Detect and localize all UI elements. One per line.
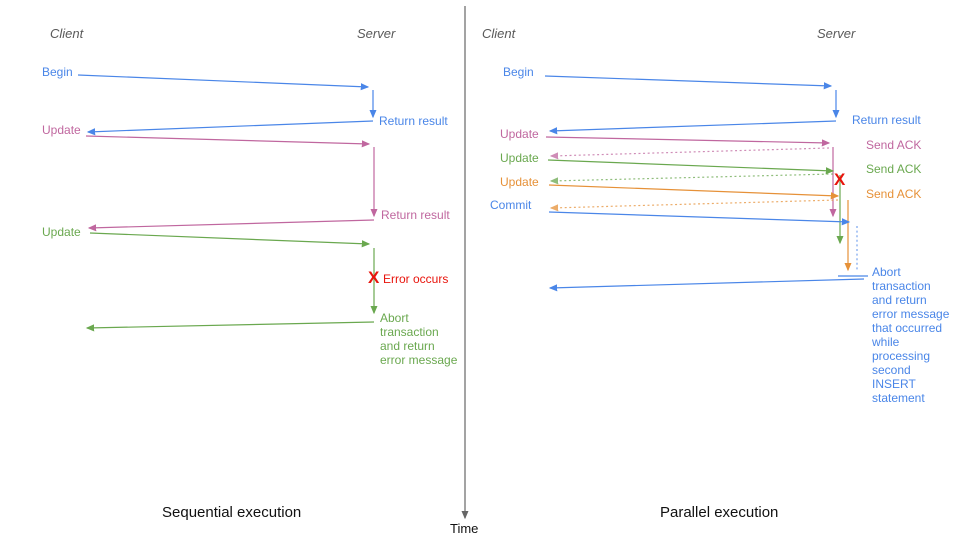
par-update2-flow — [547, 159, 844, 245]
seq-error-x-icon: X — [368, 268, 380, 287]
seq-abort-label: Abort transaction and return error messa… — [380, 311, 458, 367]
seq-update2-request-line — [89, 232, 371, 248]
par-begin-flow — [544, 75, 840, 135]
par-send-ack-1-label: Send ACK — [866, 138, 922, 152]
par-update3-ack-line — [549, 199, 839, 212]
seq-update-1-label: Update — [42, 123, 81, 137]
par-update3-request-line — [548, 184, 840, 200]
par-commit-flow — [548, 211, 868, 292]
seq-begin-label: Begin — [42, 65, 73, 79]
seq-begin-request-line — [77, 74, 370, 91]
seq-begin-flow — [77, 74, 377, 136]
par-error-x-icon: X — [834, 170, 846, 189]
seq-abort-response-line — [85, 321, 375, 332]
seq-update1-request-line — [85, 135, 371, 148]
seq-return-result-1-label: Return result — [379, 114, 448, 128]
seq-update-2-label: Update — [42, 225, 81, 239]
par-caption: Parallel execution — [660, 504, 779, 521]
par-update2-request-line — [547, 159, 835, 175]
seq-update1-flow — [85, 135, 378, 232]
par-client-header: Client — [482, 26, 516, 41]
par-update-3-label: Update — [500, 175, 539, 189]
par-commit-request-line — [548, 211, 851, 226]
par-begin-label: Begin — [503, 65, 534, 79]
par-begin-request-line — [544, 75, 833, 90]
par-update1-flow — [545, 136, 837, 218]
par-commit-label: Commit — [490, 198, 532, 212]
par-update3-flow — [548, 184, 852, 272]
seq-return-result-2-label: Return result — [381, 208, 450, 222]
par-abort-label: Abort transaction and return error messa… — [872, 265, 950, 405]
seq-begin-response-line — [86, 120, 374, 136]
par-update1-ack-line — [549, 147, 830, 160]
par-update2-ack-line — [549, 173, 834, 185]
par-server-header: Server — [817, 26, 856, 41]
seq-update2-flow — [85, 232, 378, 332]
par-return-result-label: Return result — [852, 113, 921, 127]
par-send-ack-2-label: Send ACK — [866, 162, 922, 176]
time-axis-label: Time — [450, 521, 479, 536]
par-abort-response-line — [548, 278, 865, 292]
par-update-2-label: Update — [500, 151, 539, 165]
seq-client-header: Client — [50, 26, 84, 41]
par-send-ack-3-label: Send ACK — [866, 187, 922, 201]
seq-error-occurs-label: Error occurs — [383, 272, 449, 286]
seq-caption: Sequential execution — [162, 504, 302, 521]
par-update-1-label: Update — [500, 127, 539, 141]
par-update1-request-line — [545, 136, 831, 147]
par-begin-response-line — [548, 120, 837, 135]
seq-server-header: Server — [357, 26, 396, 41]
seq-update1-response-line — [87, 219, 375, 232]
